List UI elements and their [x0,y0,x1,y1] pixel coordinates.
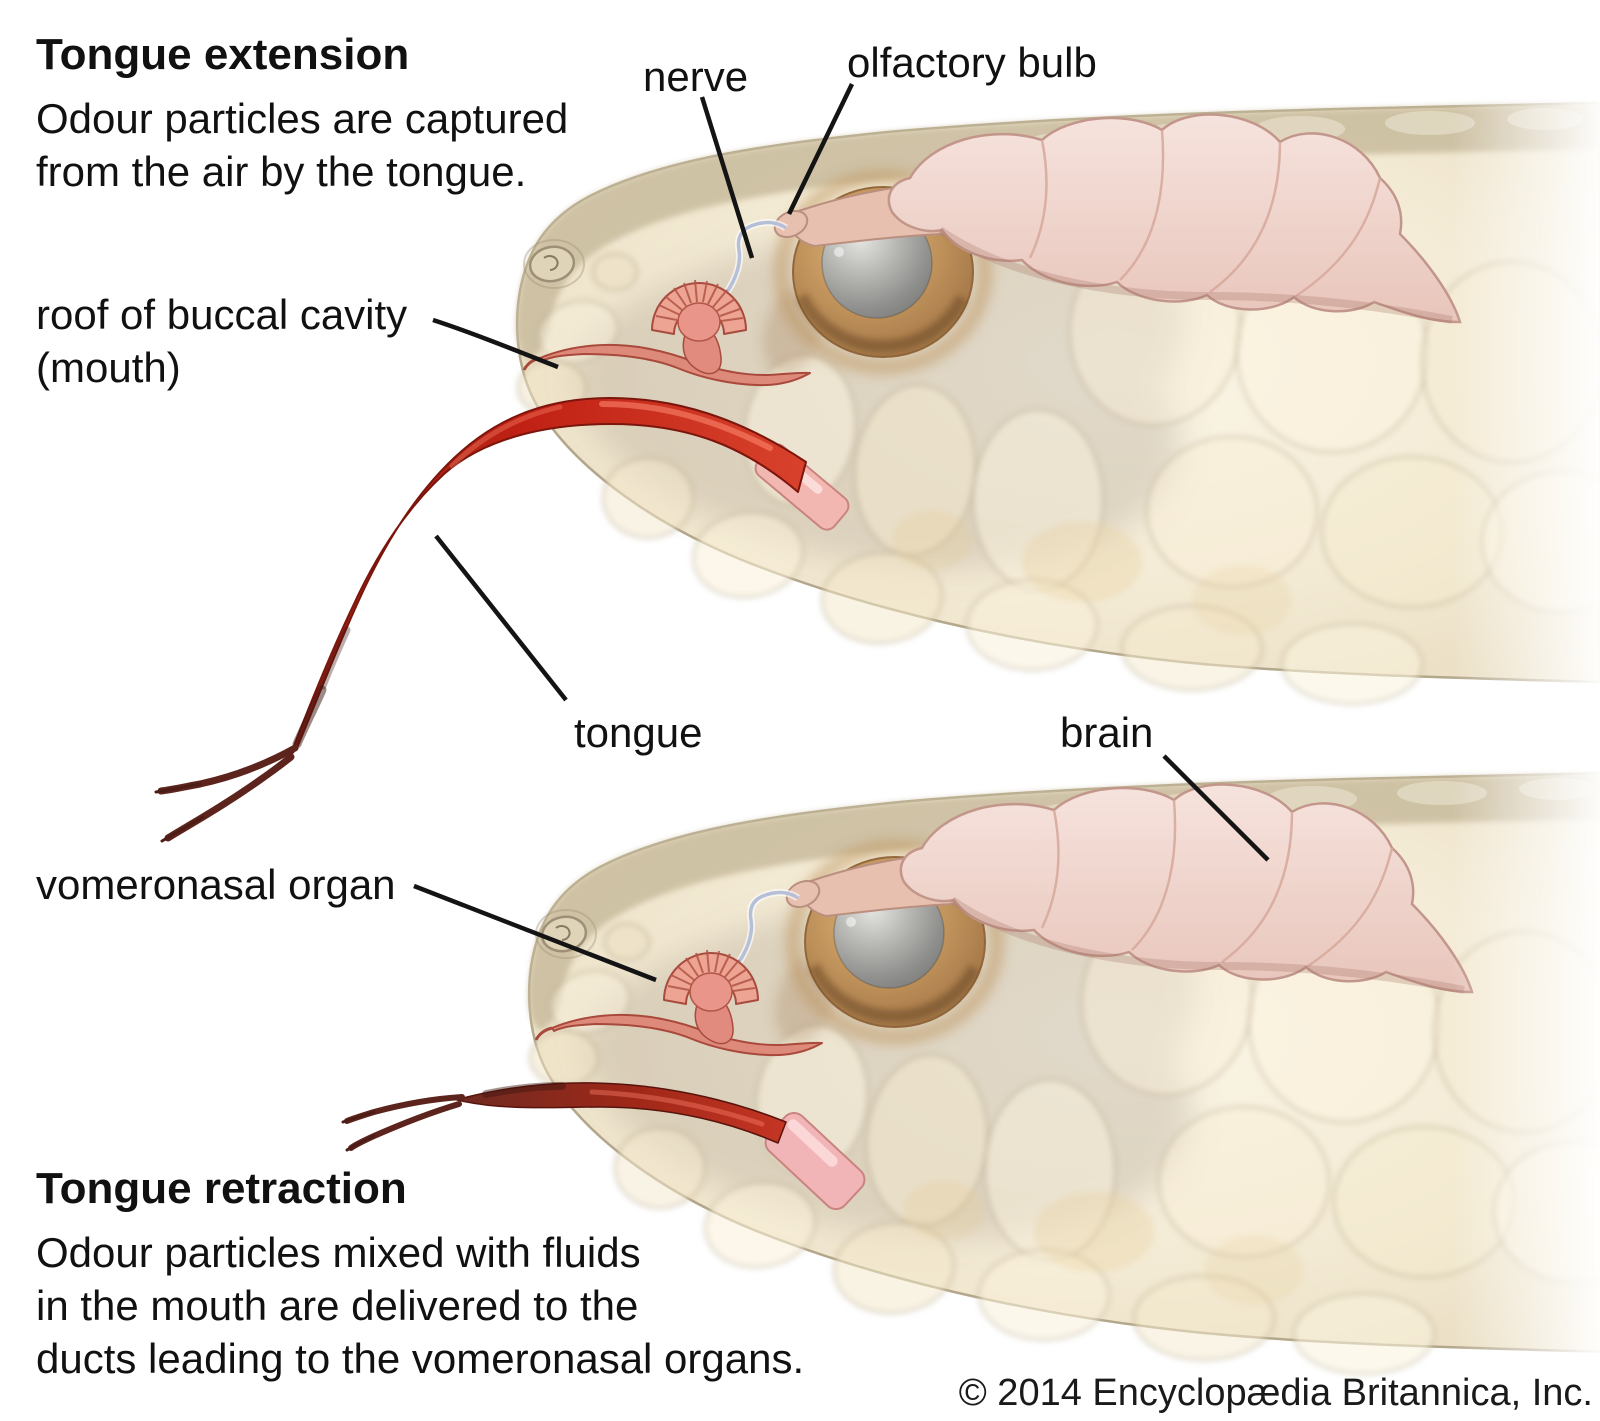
label-tongue: tongue [574,709,703,756]
right-fade-overlay [1450,0,1600,1421]
label-brain: brain [1060,709,1154,756]
label-olfactory-bulb: olfactory bulb [847,39,1097,86]
copyright-credit: © 2014 Encyclopædia Britannica, Inc. [958,1372,1593,1414]
tongue-fork-bottom [341,1094,465,1152]
leader-line-brain [1162,754,1270,862]
label-vomeronasal-organ: vomeronasal organ [36,861,396,908]
leader-line-nerve [699,96,755,259]
leader-line-tongue [434,534,568,702]
section-heading-retraction: Tongue retraction [36,1164,407,1213]
tongue-retracted [341,1082,866,1211]
leader-lines [413,83,1270,983]
leader-line-olfactory-bulb [786,83,855,215]
section-heading-extension: Tongue extension [36,30,410,79]
leader-line-roof [432,317,559,370]
label-roof-of-buccal-cavity: roof of buccal cavity(mouth) [36,291,408,391]
leader-line-vno [413,883,657,983]
label-nerve: nerve [643,53,749,100]
snake-head-top [516,103,1600,704]
tongue-fork-top [154,744,299,843]
tongue-extended [154,397,850,843]
